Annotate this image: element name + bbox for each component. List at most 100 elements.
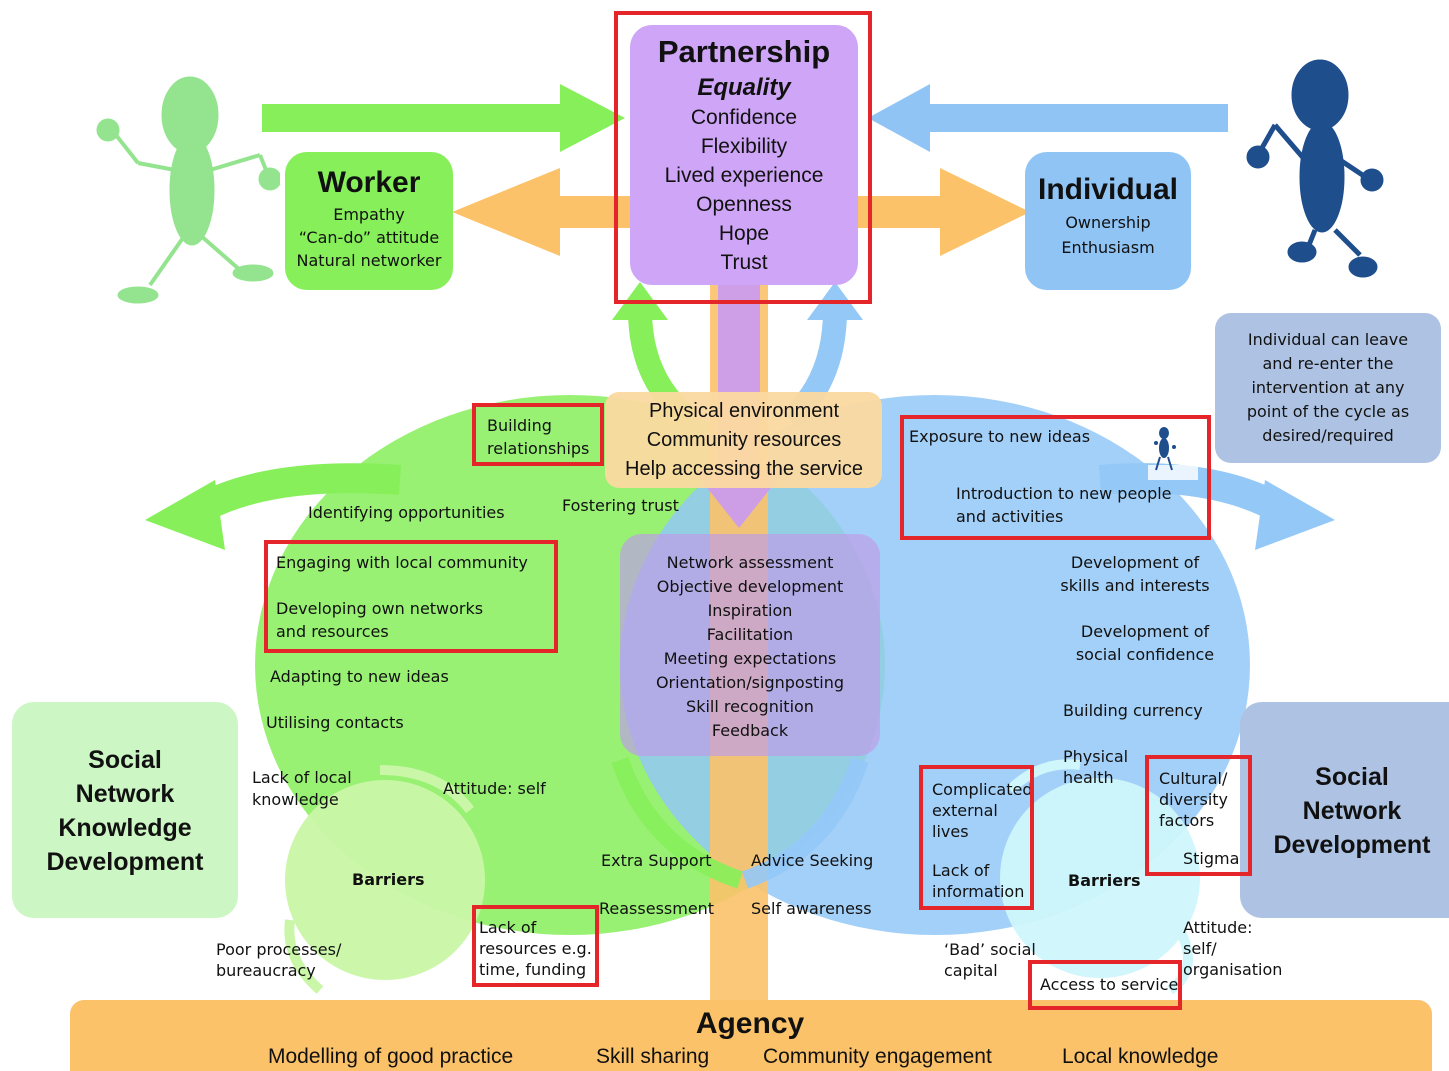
partnership-title: Partnership bbox=[657, 34, 831, 69]
development-confidence: Development of social confidence bbox=[1060, 620, 1230, 666]
environment-item: Help accessing the service bbox=[625, 458, 863, 480]
small-walker-icon bbox=[1148, 427, 1198, 480]
individual-to-partnership-arrow bbox=[868, 84, 1228, 152]
complicated-highlight bbox=[919, 765, 1034, 910]
snkd-line: Development bbox=[46, 848, 204, 876]
worker-title: Worker bbox=[317, 166, 421, 199]
utilising-contacts: Utilising contacts bbox=[266, 713, 404, 732]
skills-line: Development of bbox=[1070, 553, 1200, 572]
bad-capital-line: capital bbox=[944, 961, 998, 980]
developing-line: Developing own networks bbox=[276, 599, 484, 618]
lack-local-line: knowledge bbox=[252, 790, 339, 809]
left-outward-arrow-head bbox=[145, 480, 225, 550]
partnership-box bbox=[630, 25, 858, 285]
center-bottom-arrow-green bbox=[611, 757, 743, 889]
cultural-line: diversity bbox=[1159, 790, 1229, 809]
right-outward-arrow-head bbox=[1255, 480, 1335, 550]
left-barrier-arrow-2 bbox=[284, 919, 324, 994]
individual-content: Individual Ownership Enthusiasm bbox=[1025, 170, 1191, 260]
development-skills: Development of skills and interests bbox=[1050, 551, 1220, 597]
center-list-item: Orientation/signposting bbox=[655, 673, 845, 692]
lack-local-line: Lack of local bbox=[252, 768, 352, 787]
extra-support: Extra Support bbox=[601, 851, 712, 870]
right-barriers-label: Barriers bbox=[1068, 871, 1141, 890]
skills-line: skills and interests bbox=[1060, 576, 1210, 595]
agency-bar bbox=[70, 1000, 1432, 1071]
center-list-item: Objective development bbox=[656, 577, 844, 596]
individual-box bbox=[1025, 152, 1191, 290]
physical-line: health bbox=[1063, 768, 1114, 787]
cultural-highlight bbox=[1145, 755, 1252, 876]
introduction-line: Introduction to new people bbox=[956, 484, 1172, 503]
exposure-new-ideas: Exposure to new ideas bbox=[909, 427, 1091, 446]
individual-title: Individual bbox=[1037, 173, 1178, 206]
right-barrier-arrow-1 bbox=[1006, 759, 1081, 794]
bad-social-capital: ‘Bad’ social capital bbox=[944, 939, 1036, 981]
partnership-item: Confidence bbox=[690, 106, 798, 129]
snkd-line: Social bbox=[88, 746, 162, 774]
center-list-item: Meeting expectations bbox=[663, 649, 837, 668]
poor-processes-line: Poor processes/ bbox=[216, 940, 342, 959]
snkd-title: Social Network Knowledge Development bbox=[12, 743, 238, 879]
physical-health: Physical health bbox=[1063, 746, 1128, 788]
snd-title: Social Network Development bbox=[1255, 760, 1449, 862]
complicated-lives: Complicated external lives bbox=[932, 779, 1032, 842]
agency-title: Agency bbox=[695, 1007, 805, 1040]
worker-item: Natural networker bbox=[296, 251, 442, 270]
cultural-factors: Cultural/ diversity factors bbox=[1159, 768, 1228, 831]
left-barriers-label: Barriers bbox=[352, 870, 425, 889]
engaging-highlight bbox=[264, 540, 558, 653]
snd-box bbox=[1240, 702, 1449, 918]
individual-item: Enthusiasm bbox=[1061, 238, 1155, 257]
developing-networks: Developing own networks and resources bbox=[276, 597, 483, 643]
advice-seeking: Advice Seeking bbox=[751, 851, 874, 870]
snkd-box bbox=[12, 702, 238, 918]
environment-content: Physical environment Community resources… bbox=[598, 397, 890, 484]
stigma: Stigma bbox=[1183, 849, 1240, 868]
introduction-new-people: Introduction to new people and activitie… bbox=[956, 482, 1172, 528]
lack-resources: Lack of resources e.g. time, funding bbox=[479, 917, 592, 980]
identifying-opportunities: Identifying opportunities bbox=[308, 503, 505, 522]
worker-item: “Can-do” attitude bbox=[298, 228, 440, 247]
access-to-service: Access to service bbox=[1040, 975, 1179, 994]
confidence-line: Development of bbox=[1080, 622, 1210, 641]
lack-resources-highlight bbox=[472, 905, 599, 987]
partnership-item: Lived experience bbox=[664, 164, 824, 187]
worker-figure-icon bbox=[96, 76, 280, 304]
confidence-line: social confidence bbox=[1075, 645, 1215, 664]
center-list: Network assessment Objective development… bbox=[620, 551, 880, 743]
attitude-self: Attitude: self bbox=[443, 779, 546, 798]
agency-item: Modelling of good practice bbox=[268, 1045, 514, 1068]
lack-info-line: information bbox=[932, 882, 1025, 901]
center-list-item: Network assessment bbox=[666, 553, 834, 572]
exposure-highlight bbox=[900, 415, 1211, 540]
reenter-line: and re-enter the bbox=[1262, 354, 1394, 373]
snkd-line: Knowledge bbox=[58, 814, 192, 842]
agency-item: Local knowledge bbox=[1062, 1045, 1219, 1068]
agency-item: Community engagement bbox=[763, 1045, 992, 1068]
agency-item: Skill sharing bbox=[596, 1045, 710, 1068]
engaging-local-community: Engaging with local community bbox=[276, 553, 528, 572]
right-barriers-circle bbox=[1000, 778, 1200, 978]
environment-item: Community resources bbox=[646, 429, 842, 451]
lack-resources-line: time, funding bbox=[479, 960, 587, 979]
reenter-line: Individual can leave bbox=[1247, 330, 1409, 349]
cultural-line: Cultural/ bbox=[1159, 769, 1228, 788]
center-list-box bbox=[620, 534, 880, 756]
center-list-item: Skill recognition bbox=[686, 697, 814, 716]
building-line: relationships bbox=[487, 439, 590, 458]
access-highlight bbox=[1028, 960, 1182, 1010]
lack-information: Lack of information bbox=[932, 860, 1024, 902]
environment-item: Physical environment bbox=[648, 400, 840, 422]
worker-item: Empathy bbox=[333, 205, 405, 224]
worker-content: Worker Empathy “Can-do” attitude Natural… bbox=[285, 163, 453, 272]
partnership-highlight bbox=[614, 11, 872, 304]
environment-box bbox=[605, 392, 882, 488]
center-list-item: Facilitation bbox=[706, 625, 794, 644]
right-barrier-arrow-2 bbox=[1166, 927, 1193, 995]
reassessment: Reassessment bbox=[599, 899, 715, 918]
left-barriers-circle bbox=[285, 780, 485, 980]
partnership-subtitle: Equality bbox=[697, 74, 791, 101]
building-relationships: Building relationships bbox=[487, 414, 589, 460]
